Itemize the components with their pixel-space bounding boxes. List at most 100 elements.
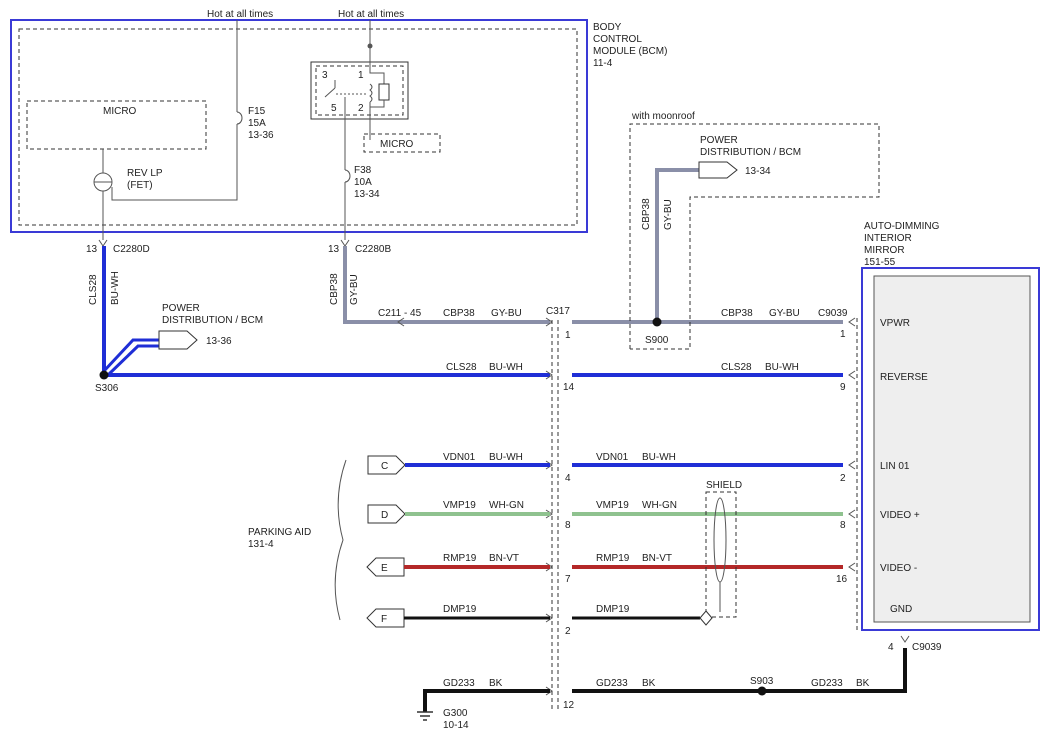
splice-s903	[757, 686, 767, 696]
vdn01-label-right: VDN01	[596, 452, 629, 463]
cbp38-label-left: CBP38	[443, 308, 475, 319]
parking-aid-connector-f	[366, 608, 405, 628]
relay-coil-bottom	[369, 100, 385, 108]
c317-pin12-arrow	[545, 686, 553, 696]
rmp19-label-right: RMP19	[596, 553, 630, 564]
c317-pin2-arrow	[545, 613, 553, 623]
power-dist-left-line2: DISTRIBUTION / BCM	[162, 315, 263, 326]
c2280b-label: C2280B	[355, 244, 391, 255]
connector-e-label: E	[381, 563, 388, 574]
cls28-vertical-label: CLS28	[88, 274, 99, 305]
mirror-pin8-arrow	[848, 509, 856, 519]
shield-label: SHIELD	[706, 480, 742, 491]
connector-d-label: D	[381, 510, 388, 521]
relay-pin-1: 1	[358, 70, 364, 81]
mirror-module-box	[861, 267, 1040, 631]
parking-aid-ref: 131-4	[248, 539, 274, 550]
wire-gd233-left	[423, 689, 550, 712]
power-dist-right-line2: DISTRIBUTION / BCM	[700, 147, 801, 158]
s900-label: S900	[645, 335, 669, 346]
fuse-f15-name: F15	[248, 106, 266, 117]
vmp19-label-right: VMP19	[596, 500, 629, 511]
micro-label-right: MICRO	[380, 139, 414, 150]
c9039-top-label: C9039	[818, 308, 848, 319]
relay-outer	[310, 61, 409, 120]
c2280d-connector-icon	[98, 239, 108, 247]
parking-aid-connector-e	[366, 557, 405, 577]
splice-s900	[652, 317, 662, 327]
with-moonroof-label: with moonroof	[631, 111, 695, 122]
moonroof-dashed-box	[629, 123, 880, 350]
fuse-f15-symbol	[236, 111, 243, 125]
relay-coil-resistor	[378, 83, 390, 101]
vmp19-label-left: VMP19	[443, 500, 476, 511]
cbp38-moonroof-label: CBP38	[641, 198, 652, 230]
mirror-pin2-arrow	[848, 460, 856, 470]
bu-wh-label-right: BU-WH	[765, 362, 799, 373]
micro-box-left	[26, 100, 207, 150]
gd233-label-left: GD233	[443, 678, 475, 689]
bk-label-left: BK	[489, 678, 503, 689]
parking-aid-connector-d	[367, 504, 406, 524]
c317-pin4-arrow	[545, 460, 553, 470]
wh-gn-label-left: WH-GN	[489, 500, 524, 511]
c317-pin-8: 8	[565, 520, 571, 531]
cls28-label-left: CLS28	[446, 362, 477, 373]
mirror-pin-video-plus: VIDEO +	[880, 510, 920, 521]
relay-coil-icon	[369, 83, 373, 103]
micro-box-right	[363, 133, 441, 153]
mirror-pin-reverse: REVERSE	[880, 372, 928, 383]
c9039-bottom-pin: 4	[888, 642, 894, 653]
power-distribution-right-connector	[698, 161, 738, 179]
gd233-label-mid: GD233	[596, 678, 628, 689]
c317-pin-4: 4	[565, 473, 571, 484]
mirror-pin-video-minus: VIDEO -	[880, 563, 917, 574]
shield-twisted-pair-icon	[713, 497, 727, 583]
relay-pin-5: 5	[331, 103, 337, 114]
bu-wh-vdn01-left: BU-WH	[489, 452, 523, 463]
ground-symbol-icon	[417, 711, 433, 721]
c317-pin7-arrow	[545, 562, 553, 572]
parking-aid-brace	[334, 459, 347, 621]
svg-text:BODY: BODY	[593, 22, 622, 33]
bk-label-mid: BK	[642, 678, 656, 689]
mirror-pin-num-16: 16	[836, 574, 848, 585]
c317-pin1-arrow	[545, 317, 553, 327]
bu-wh-vertical-label: BU-WH	[110, 271, 121, 305]
shield-dashed-box	[705, 491, 737, 618]
bcm-inner-dashed-box	[18, 28, 578, 226]
parking-aid-label: PARKING AID	[248, 527, 311, 538]
relay-pin-3: 3	[322, 70, 328, 81]
power-distribution-left-connector	[158, 330, 198, 350]
fuse-f38-rating: 10A	[354, 177, 372, 188]
s306-label: S306	[95, 383, 119, 394]
rmp19-label-left: RMP19	[443, 553, 477, 564]
wire-cbp38-left	[343, 246, 550, 324]
c211-label: C211 - 45	[378, 308, 422, 319]
c317-pin-1: 1	[565, 330, 571, 341]
mirror-pin-num-1: 1	[840, 329, 846, 340]
c211-connector-icon	[397, 317, 405, 327]
fuse-f15-rating: 15A	[248, 118, 266, 129]
c317-pin8-arrow	[545, 509, 553, 519]
svg-text:INTERIOR: INTERIOR	[864, 233, 912, 244]
fet-label: (FET)	[127, 180, 153, 191]
relay-coil-top	[369, 46, 385, 84]
connector-f-label: F	[381, 614, 387, 625]
cbp38-vertical-label: CBP38	[329, 273, 340, 305]
c2280d-pin: 13	[86, 244, 98, 255]
svg-text:11-4: 11-4	[593, 58, 613, 69]
power-dist-right-ref: 13-34	[745, 166, 771, 177]
relay-switch-arm	[324, 87, 336, 98]
svg-text:MIRROR: MIRROR	[864, 245, 905, 256]
micro-label-left: MICRO	[103, 106, 137, 117]
c2280b-connector-icon	[340, 239, 350, 247]
parking-aid-connector-c	[367, 455, 406, 475]
gd233-label-right: GD233	[811, 678, 843, 689]
dmp19-label-left: DMP19	[443, 604, 477, 615]
power-dist-left-ref: 13-36	[206, 336, 232, 347]
c317-label: C317	[546, 306, 570, 317]
fuse-f38-ref: 13-34	[354, 189, 380, 200]
fuse-f38-name: F38	[354, 165, 372, 176]
